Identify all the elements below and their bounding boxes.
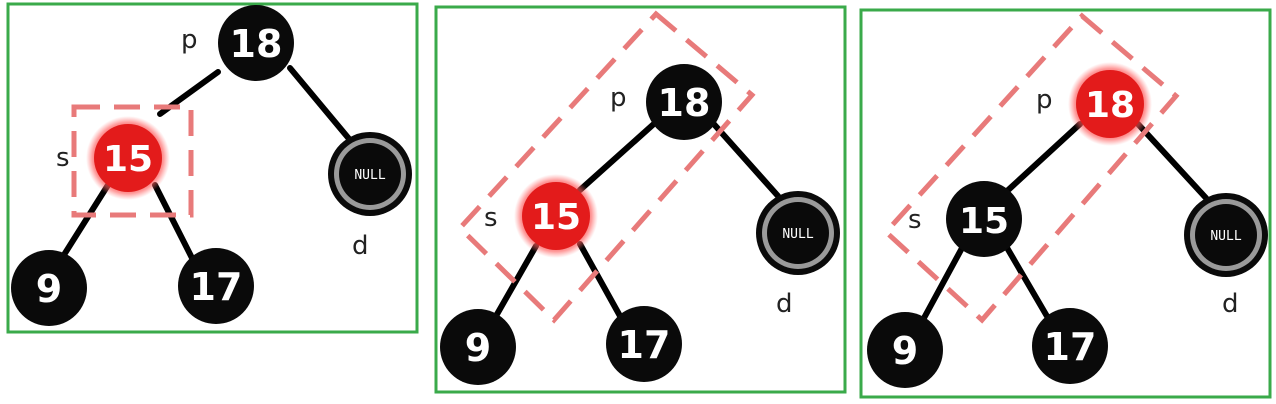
label-s: s bbox=[56, 143, 70, 173]
node-right-circle bbox=[606, 306, 682, 382]
panel-3-frame bbox=[859, 8, 1272, 399]
node-p-circle bbox=[646, 64, 722, 140]
node-left-circle bbox=[867, 312, 943, 388]
node-s: 15 bbox=[514, 174, 598, 258]
node-s-label: 15 bbox=[531, 197, 581, 238]
label-d: d bbox=[1222, 289, 1239, 319]
node-p: 18 bbox=[646, 64, 722, 140]
edge-s-left bbox=[493, 243, 539, 319]
edge-s-right bbox=[152, 182, 195, 261]
node-s-circle bbox=[94, 124, 162, 192]
node-left: 9 bbox=[867, 312, 943, 388]
edge-p-s bbox=[1003, 121, 1083, 195]
node-d: NULL bbox=[756, 191, 840, 275]
node-right: 17 bbox=[1032, 308, 1108, 384]
node-left-circle bbox=[11, 250, 87, 326]
panel-2: 18 15 NULL 9 17 p s d bbox=[434, 5, 847, 394]
node-s-label: 15 bbox=[959, 201, 1009, 242]
node-s: 15 bbox=[946, 181, 1022, 257]
node-d-label: NULL bbox=[1210, 229, 1241, 244]
edge-s-right bbox=[1003, 243, 1051, 321]
highlight-box bbox=[456, 10, 756, 324]
panel-1: 18 15 NULL 9 17 p s d bbox=[6, 2, 419, 334]
node-p-circle bbox=[218, 5, 294, 81]
label-s: s bbox=[908, 205, 922, 235]
node-left: 9 bbox=[440, 309, 516, 385]
label-p: p bbox=[1036, 85, 1053, 115]
label-s: s bbox=[484, 203, 498, 233]
node-d-inner bbox=[1195, 204, 1257, 266]
label-d: d bbox=[352, 231, 369, 261]
node-s-circle bbox=[946, 181, 1022, 257]
node-d: NULL bbox=[1184, 193, 1268, 277]
edge-s-left bbox=[59, 182, 111, 261]
node-right: 17 bbox=[606, 306, 682, 382]
panel-3: 18 15 NULL 9 17 p s d bbox=[859, 8, 1272, 399]
node-s: 15 bbox=[86, 116, 170, 200]
node-p-label: 18 bbox=[230, 22, 283, 66]
node-left-label: 9 bbox=[892, 329, 918, 373]
node-right-label: 17 bbox=[1044, 325, 1097, 369]
node-d-inner bbox=[339, 143, 401, 205]
node-left: 9 bbox=[11, 250, 87, 326]
node-right: 17 bbox=[178, 248, 254, 324]
node-right-circle bbox=[1032, 308, 1108, 384]
label-p: p bbox=[610, 83, 627, 113]
node-left-circle bbox=[440, 309, 516, 385]
edge-p-d bbox=[709, 119, 781, 199]
node-p-label: 18 bbox=[658, 81, 711, 125]
panel-1-frame bbox=[6, 2, 419, 334]
edge-p-d bbox=[1135, 121, 1209, 201]
edge-p-d bbox=[287, 65, 353, 143]
highlight-box bbox=[882, 12, 1180, 324]
edge-p-s bbox=[577, 119, 659, 193]
node-right-label: 17 bbox=[618, 323, 671, 367]
panel-2-frame bbox=[434, 5, 847, 394]
label-p: p bbox=[181, 25, 198, 55]
node-d-inner bbox=[767, 202, 829, 264]
node-p-circle bbox=[1076, 70, 1144, 138]
node-d-label: NULL bbox=[354, 168, 385, 183]
node-right-label: 17 bbox=[190, 265, 243, 309]
highlight-box bbox=[71, 104, 194, 218]
node-right-circle bbox=[178, 248, 254, 324]
node-s-label: 15 bbox=[103, 139, 153, 180]
node-p: 18 bbox=[1068, 62, 1152, 146]
node-p: 18 bbox=[218, 5, 294, 81]
edge-s-right bbox=[577, 241, 623, 319]
label-d: d bbox=[776, 289, 793, 319]
node-d: NULL bbox=[328, 132, 412, 216]
node-left-label: 9 bbox=[36, 267, 62, 311]
node-p-label: 18 bbox=[1085, 85, 1135, 126]
node-d-label: NULL bbox=[782, 227, 813, 242]
node-left-label: 9 bbox=[465, 326, 491, 370]
edge-s-left bbox=[921, 245, 965, 321]
node-s-circle bbox=[522, 182, 590, 250]
